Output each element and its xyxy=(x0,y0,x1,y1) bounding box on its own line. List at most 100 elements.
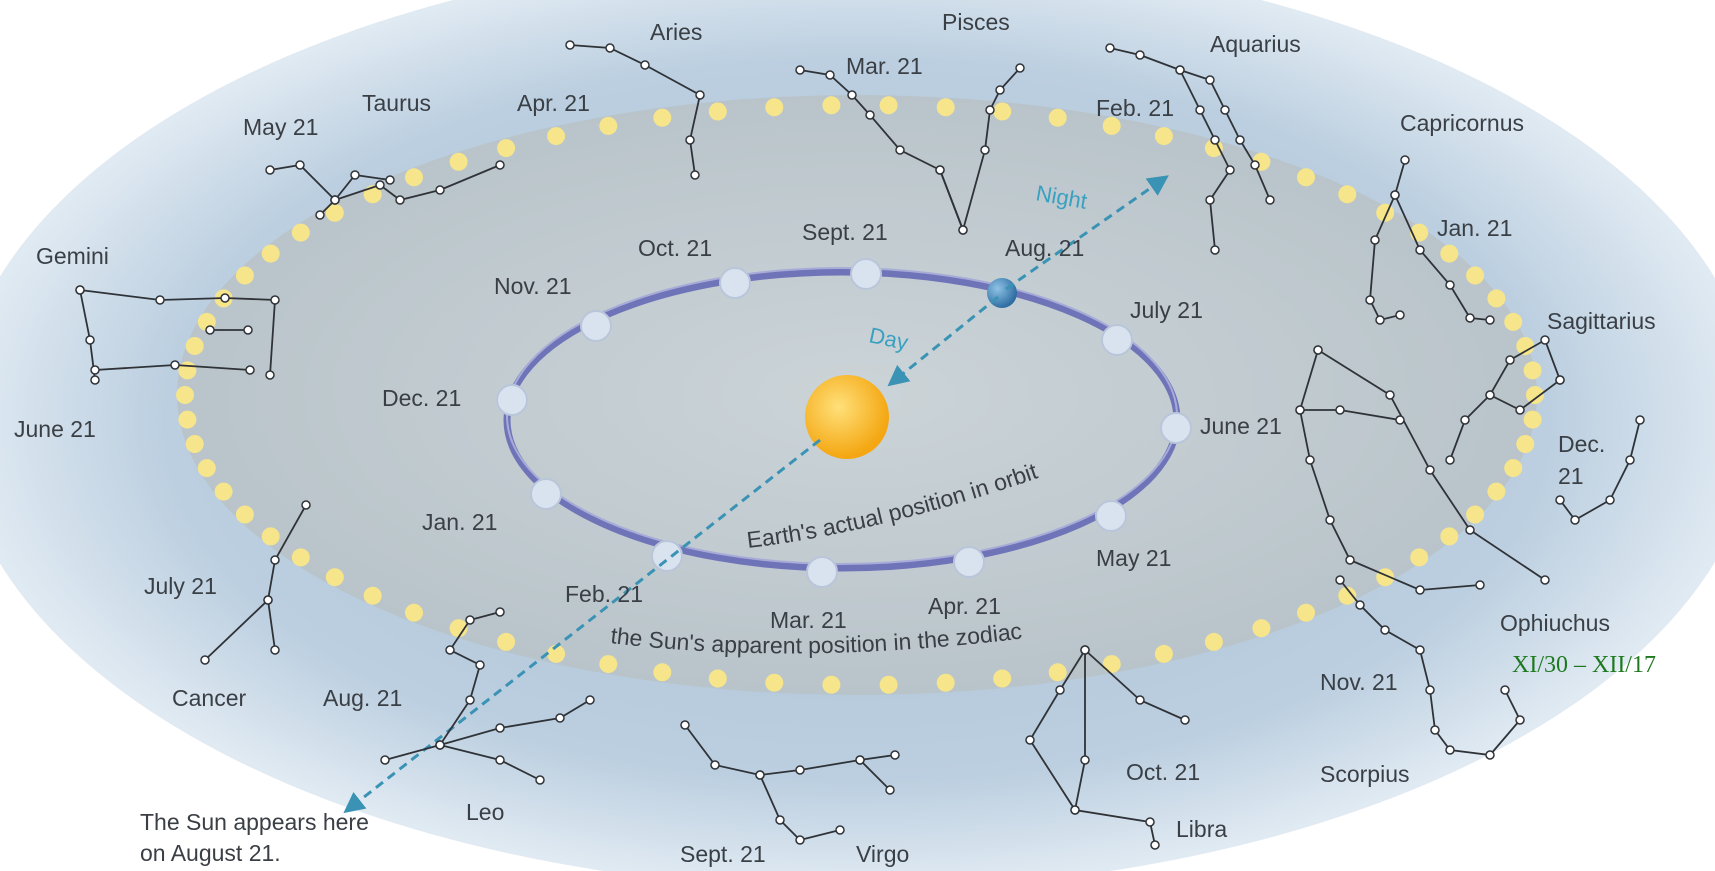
constellation-pisces xyxy=(795,63,1025,235)
zodiac-path-dot xyxy=(185,435,204,453)
zodiac-label-dec-2: 21 xyxy=(1558,463,1584,489)
constellation-leo xyxy=(380,607,595,785)
zodiac-path-dot xyxy=(405,168,423,187)
star xyxy=(1250,160,1260,170)
star xyxy=(1070,805,1080,815)
zodiac-path-dot xyxy=(1338,185,1357,204)
star xyxy=(1325,515,1335,525)
zodiac-path-dot xyxy=(822,675,841,694)
zodiac-path-dot xyxy=(653,663,672,682)
zodiac-path-dot xyxy=(185,337,204,355)
zodiac-path-dot xyxy=(1487,289,1506,308)
star xyxy=(1135,695,1145,705)
zodiac-path-dot xyxy=(599,116,618,135)
zodiac-path-dot xyxy=(1487,482,1506,501)
star xyxy=(1195,105,1205,115)
star xyxy=(495,160,505,170)
star xyxy=(1015,63,1025,73)
orbit-label-nov: Nov. 21 xyxy=(494,273,572,299)
orbit-dot-nov xyxy=(580,310,612,342)
star xyxy=(1375,315,1385,325)
zodiac-path-dot xyxy=(1523,410,1542,429)
star xyxy=(895,145,905,155)
constellation-name-aries: Aries xyxy=(650,19,702,45)
star xyxy=(1625,455,1635,465)
zodiac-path-dot xyxy=(235,505,254,524)
constellation-line xyxy=(1488,338,1561,412)
zodiac-path-dot xyxy=(1297,603,1315,622)
star xyxy=(495,755,505,765)
star xyxy=(395,195,405,205)
zodiac-path-dot xyxy=(497,139,516,158)
star xyxy=(885,785,895,795)
zodiac-path-dot xyxy=(197,459,216,478)
star xyxy=(1465,525,1475,535)
star xyxy=(90,375,100,385)
star xyxy=(1445,455,1455,465)
star xyxy=(1305,455,1315,465)
star xyxy=(825,70,835,80)
constellation-line xyxy=(269,164,337,216)
zodiac-path-dot xyxy=(1523,361,1542,380)
zodiac-path-dot xyxy=(1154,644,1173,663)
orbit-label-oct: Oct. 21 xyxy=(638,235,712,261)
star xyxy=(1390,190,1400,200)
zodiac-label-apr: Apr. 21 xyxy=(517,90,590,116)
constellation-line xyxy=(1179,69,1232,251)
orbit-label-jan: Jan. 21 xyxy=(422,509,497,535)
zodiac-path-dot xyxy=(1338,586,1357,605)
zodiac-path-dot xyxy=(1204,632,1223,651)
star xyxy=(1485,315,1495,325)
zodiac-label-mar: Mar. 21 xyxy=(846,53,923,79)
star xyxy=(640,60,650,70)
star xyxy=(200,655,210,665)
star xyxy=(1335,575,1345,585)
star xyxy=(865,110,875,120)
constellation-name-pisces: Pisces xyxy=(942,9,1010,35)
star xyxy=(1080,645,1090,655)
star xyxy=(1485,750,1495,760)
star xyxy=(1635,415,1645,425)
zodiac-path-dot xyxy=(178,410,197,429)
star xyxy=(1415,645,1425,655)
star xyxy=(935,165,945,175)
star xyxy=(90,365,100,375)
note-line-2: on August 21. xyxy=(140,840,281,866)
zodiac-path-dot xyxy=(325,203,344,222)
zodiac-path-dot xyxy=(1102,116,1121,135)
star xyxy=(1430,725,1440,735)
star xyxy=(465,695,475,705)
zodiac-path-dot xyxy=(1526,386,1544,404)
zodiac-path-dot xyxy=(1204,139,1223,158)
earth-orbit-labels: Aug. 21 Sept. 21 Oct. 21 Nov. 21 Dec. 21… xyxy=(382,219,1282,633)
star xyxy=(1425,685,1435,695)
star xyxy=(1515,715,1525,725)
star xyxy=(1055,685,1065,695)
note-line-1: The Sun appears here xyxy=(140,809,369,835)
star xyxy=(1540,575,1550,585)
zodiac-path-dot xyxy=(214,482,233,501)
star xyxy=(1395,310,1405,320)
orbit-label-feb: Feb. 21 xyxy=(565,581,643,607)
constellation-figures xyxy=(75,40,1645,850)
star xyxy=(1515,405,1525,415)
zodiac-label-aug: Aug. 21 xyxy=(323,685,402,711)
zodiac-path-dot xyxy=(1440,527,1459,546)
date-range-annotation: XI/30 – XII/17 xyxy=(1512,652,1656,678)
star xyxy=(263,595,273,605)
constellation-line xyxy=(1109,47,1271,201)
constellation-virgo xyxy=(680,720,900,845)
constellation-name-scorpius: Scorpius xyxy=(1320,761,1409,787)
star xyxy=(775,815,785,825)
star xyxy=(1265,195,1275,205)
constellation-name-aquarius: Aquarius xyxy=(1210,31,1301,57)
star xyxy=(495,607,505,617)
star xyxy=(795,765,805,775)
zodiac-path-dot xyxy=(765,673,784,692)
orbit-dot-may xyxy=(1095,500,1127,532)
star xyxy=(75,285,85,295)
zodiac-path-dot xyxy=(261,244,280,263)
star xyxy=(270,645,280,655)
star xyxy=(1395,415,1405,425)
star xyxy=(1220,105,1230,115)
